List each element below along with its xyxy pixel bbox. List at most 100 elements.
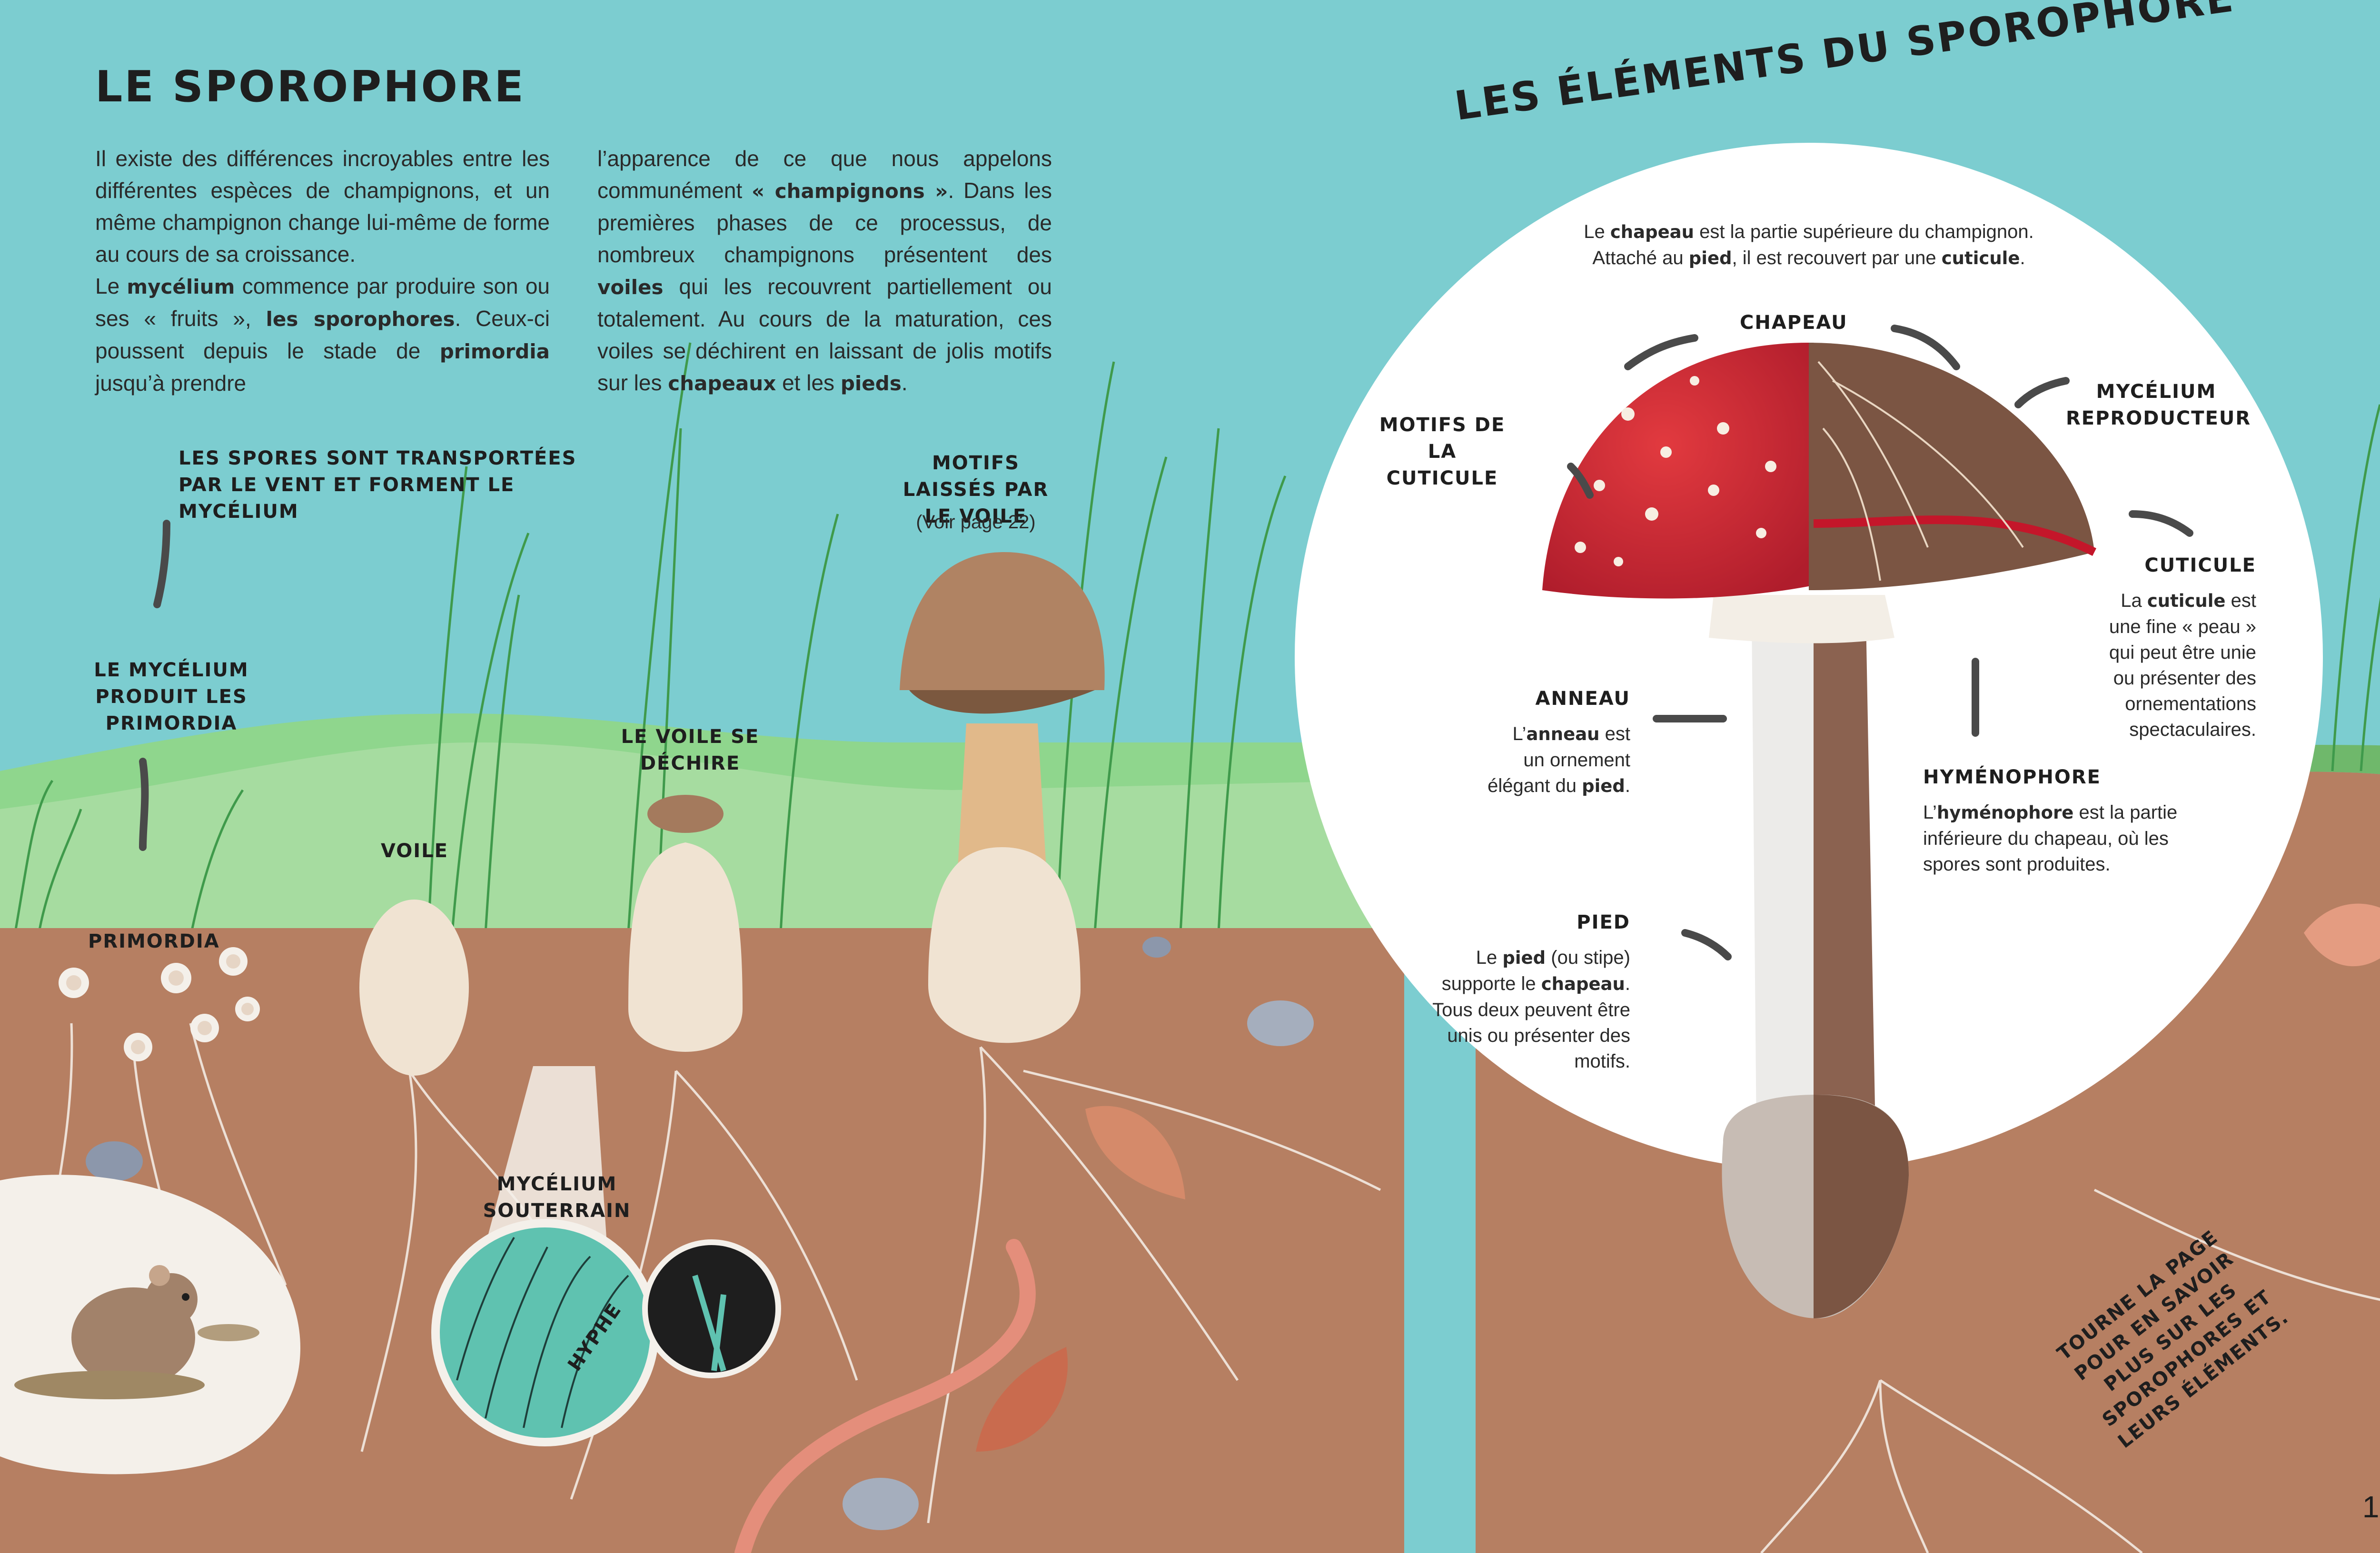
hyphae-pattern [456, 1236, 629, 1428]
emphasis: cuticule [2147, 591, 2226, 611]
text-run: . Ceux-ci poussent depuis le stade de [95, 306, 550, 363]
label-pied: PIED [1577, 911, 1630, 933]
text-run: L’ [1923, 802, 1937, 823]
emphasis: « champignons » [752, 179, 948, 203]
pebble [1142, 937, 1171, 958]
text-run: (ou stipe) supporte le [1441, 947, 1630, 994]
emphasis: pieds [840, 372, 902, 395]
emphasis: les sporophores [266, 307, 455, 331]
arrows [139, 325, 2193, 960]
page-title: LE SPOROPHORE [95, 62, 526, 112]
mouse-ear [149, 1265, 170, 1286]
label-cuticule: CUTICULE [2144, 554, 2256, 576]
primordia-cluster [59, 947, 260, 1061]
young-cap [647, 795, 724, 833]
text-hymenophore: L’hyménophore est la partie inférieure d… [1923, 800, 2199, 877]
scaly-cap [900, 552, 1105, 690]
pebble [843, 1478, 919, 1530]
text-run: . [2020, 247, 2025, 268]
label-primordia: PRIMORDIA [88, 930, 220, 952]
big-cap-red [1542, 343, 1814, 599]
text-run: Le [95, 274, 127, 298]
text-run: L’ [1512, 723, 1527, 744]
text-pied: Le pied (ou stipe) supporte le chapeau. … [1409, 945, 1630, 1074]
mycelium-zoom [431, 1219, 659, 1446]
mouse-eye [182, 1293, 189, 1301]
text-run: jusqu’à prendre [95, 371, 247, 396]
label-anneau: ANNEAU [1535, 688, 1630, 710]
cap-veins [1817, 361, 2024, 581]
emphasis: chapeau [1610, 222, 1694, 242]
pebble [1247, 1000, 1314, 1046]
text-run: . [1625, 775, 1630, 796]
nest [14, 1371, 205, 1399]
mature-stem [957, 723, 1047, 885]
mouse-head [145, 1273, 198, 1325]
text-run: . Tous deux peuvent être unis ou présent… [1432, 973, 1630, 1072]
emphasis: voiles [597, 276, 664, 299]
label-voile-dechire: LE VOILE SE DÉCHIRE [621, 726, 760, 774]
hyphe-strands [692, 1275, 726, 1372]
emphasis: hyménophore [1936, 802, 2074, 823]
cap-rim [1813, 515, 2097, 556]
label-chapeau: CHAPEAU [1740, 312, 1848, 334]
emphasis: chapeau [1541, 974, 1625, 994]
label-mycelium-souterrain: MYCÉLIUM SOUTERRAIN [483, 1173, 631, 1222]
text-run: l’apparence de ce que nous appelons comm… [597, 146, 1052, 203]
text-run: est la partie inférieure du chapeau, où … [1923, 802, 2178, 875]
grass-blades-right [2331, 404, 2380, 772]
volva [928, 847, 1081, 1043]
text-run: La [2121, 590, 2147, 611]
page-number: 15 [2362, 1490, 2380, 1524]
text-run: Il existe des différences incroyables en… [95, 146, 550, 267]
earthworm [734, 1239, 1036, 1553]
text-run: est une fine « peau » qui peut être unie… [2109, 590, 2256, 740]
text-cuticule: La cuticule est une fine « peau » qui pe… [2085, 588, 2256, 742]
emphasis: pied [1688, 248, 1732, 268]
hyphe-zoom [642, 1239, 781, 1378]
emphasis: pied [1502, 948, 1546, 968]
emphasis: pied [1582, 776, 1625, 796]
stem-base-dark [1814, 1095, 1909, 1318]
text-run: Le [1476, 947, 1503, 968]
big-ring [1709, 595, 1894, 643]
emphasis: cuticule [1941, 248, 2020, 268]
text-run: commence par produire son ou ses « fruit… [95, 274, 550, 331]
text-run: qui les recouvrent partiellement ou tota… [597, 274, 1052, 395]
text-run: et les [776, 370, 841, 395]
text-run: , il est recouvert par une [1732, 247, 1942, 268]
label-motifs-cuticule: MOTIFS DE LA CUTICULE [1379, 414, 1506, 489]
label-motifs-voile: MOTIFS LAISSÉS PAR LE VOILE [902, 452, 1049, 527]
nest [198, 1324, 259, 1341]
intro-col-2: l’apparence de ce que nous appelons comm… [597, 143, 1052, 399]
intro-col-1: Il existe des différences incroyables en… [95, 143, 550, 399]
label-mycelium-primordia: LE MYCÉLIUM PRODUIT LES PRIMORDIA [94, 659, 249, 734]
text-run: Le [1584, 221, 1610, 242]
emphasis: chapeaux [668, 372, 776, 395]
leaf [976, 1347, 1068, 1452]
text-run: est un ornement élégant du [1488, 723, 1630, 796]
text-run: . Dans les premières phases de ce proces… [597, 178, 1052, 267]
emphasis: anneau [1526, 724, 1600, 744]
leaf [1085, 1106, 1185, 1199]
gills [909, 690, 1095, 714]
cap-spots [1575, 376, 1776, 566]
text-run: . [901, 370, 908, 395]
see-page-note: (Voir page 22) [916, 512, 1036, 533]
text-run: est la partie supérieure du champignon. … [1592, 221, 2034, 268]
emphasis: primordia [439, 340, 550, 363]
grass-blades [13, 342, 1287, 938]
voile-egg [359, 900, 469, 1076]
stem-dark-half [1814, 619, 1875, 1133]
label-voile: VOILE [381, 840, 448, 862]
elements-intro: Le chapeau est la partie supérieure du c… [1571, 219, 2047, 271]
text-anneau: L’anneau est un ornement élégant du pied… [1488, 721, 1630, 799]
leaf [2304, 903, 2380, 967]
torn-veil [628, 842, 743, 1052]
label-hymenophore: HYMÉNOPHORE [1923, 766, 2101, 788]
label-mycelium-reproducteur: MYCÉLIUM REPRODUCTEUR [2066, 381, 2251, 429]
label-spores: LES SPORES SONT TRANSPORTÉES PAR LE VENT… [178, 447, 577, 523]
pebble [86, 1141, 143, 1181]
emphasis: mycélium [127, 275, 235, 298]
